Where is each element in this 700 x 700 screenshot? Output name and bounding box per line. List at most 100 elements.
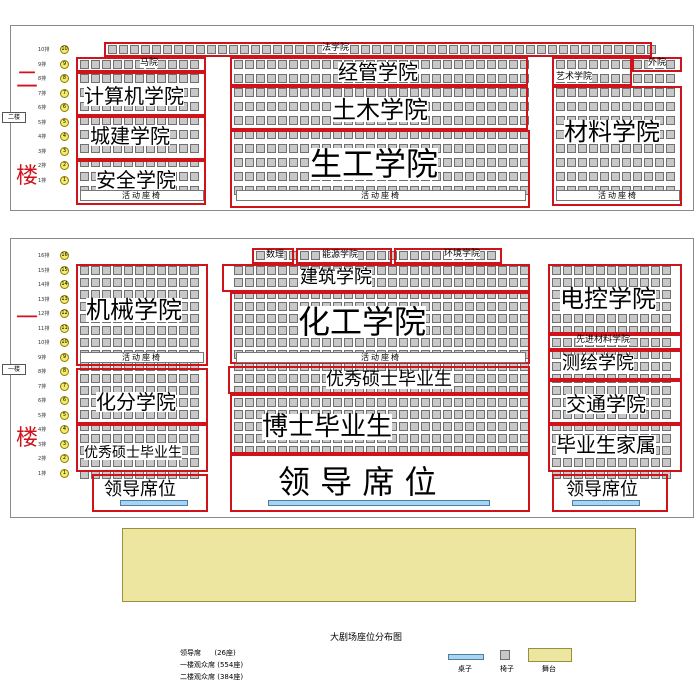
seat: [454, 326, 463, 335]
seat: [666, 158, 675, 167]
seat: [333, 338, 342, 347]
zone-arch-label: 建筑学院: [300, 267, 372, 288]
lower-activity-seats-left: 活动座椅: [80, 352, 204, 363]
seat: [267, 302, 276, 311]
seat: [520, 88, 529, 97]
row-number-badge: 7: [60, 381, 69, 391]
seat: [633, 172, 642, 181]
seat: [190, 458, 199, 467]
row-number-badge: 2: [60, 161, 69, 170]
seat: [267, 314, 276, 323]
seat: [113, 374, 122, 383]
seat: [196, 45, 205, 54]
seat: [465, 60, 474, 69]
seat: [410, 251, 419, 260]
seat: [476, 302, 485, 311]
seat: [578, 88, 587, 97]
seat: [476, 116, 485, 125]
zone-mech-label: 机械学院: [86, 296, 182, 324]
seat: [421, 74, 430, 83]
seat: [443, 74, 452, 83]
seat: [311, 74, 320, 83]
seat: [666, 172, 675, 181]
seat: [295, 45, 304, 54]
seat: [644, 158, 653, 167]
seat: [410, 88, 419, 97]
seat: [300, 172, 309, 181]
seat: [421, 60, 430, 69]
seat: [190, 374, 199, 383]
row-number-badge: 4: [60, 132, 69, 141]
seat: [256, 172, 265, 181]
row-label: 10排: [38, 340, 50, 346]
seat: [300, 144, 309, 153]
seat: [80, 326, 89, 335]
row-number-badge: 12: [60, 309, 69, 318]
seat: [622, 144, 631, 153]
seat: [300, 60, 309, 69]
seat: [644, 88, 653, 97]
seat: [498, 314, 507, 323]
seat: [355, 338, 364, 347]
seat: [256, 102, 265, 111]
seat: [135, 74, 144, 83]
seat: [113, 338, 122, 347]
seat: [245, 144, 254, 153]
seat: [465, 314, 474, 323]
seat: [124, 374, 133, 383]
seat: [410, 278, 419, 287]
legend-stage-label: 舞台: [542, 665, 556, 673]
row-label: 15排: [38, 267, 50, 274]
seat: [234, 60, 243, 69]
row-number-badge: 2: [60, 454, 69, 463]
seat: [603, 45, 612, 54]
row-label: 5排: [38, 119, 47, 126]
seat: [113, 434, 122, 443]
seat: [322, 116, 331, 125]
seat: [267, 74, 276, 83]
row-number-badge: 8: [60, 74, 69, 83]
row-number-badge: 14: [60, 280, 69, 289]
seat: [578, 158, 587, 167]
seat: [487, 251, 496, 260]
seat: [355, 88, 364, 97]
seat: [443, 172, 452, 181]
seat: [465, 144, 474, 153]
seat: [344, 338, 353, 347]
seat: [80, 172, 89, 181]
seat: [240, 45, 249, 54]
seat: [289, 158, 298, 167]
seat: [289, 326, 298, 335]
seat: [135, 326, 144, 335]
seat: [556, 60, 565, 69]
row-label: 9排: [38, 61, 47, 68]
seat: [578, 144, 587, 153]
seat: [570, 45, 579, 54]
seat: [234, 158, 243, 167]
seat: [476, 158, 485, 167]
zone-chem-eng-label: 化工学院: [298, 303, 427, 341]
seat: [655, 88, 664, 97]
seat: [509, 314, 518, 323]
seat: [421, 88, 430, 97]
seat: [234, 302, 243, 311]
seat: [460, 45, 469, 54]
seat: [454, 266, 463, 275]
row-number-badge: 3: [60, 146, 69, 156]
seat: [300, 158, 309, 167]
seat: [245, 116, 254, 125]
seat: [80, 374, 89, 383]
seat: [454, 374, 463, 383]
seat: [245, 88, 254, 97]
seat: [487, 302, 496, 311]
seat: [421, 338, 430, 347]
seat: [124, 326, 133, 335]
seat: [245, 374, 254, 383]
seat: [509, 158, 518, 167]
seat: [644, 172, 653, 181]
zone-foreign: [632, 57, 682, 72]
seat: [498, 338, 507, 347]
seat: [432, 326, 441, 335]
seat: [102, 278, 111, 287]
seat: [465, 326, 474, 335]
